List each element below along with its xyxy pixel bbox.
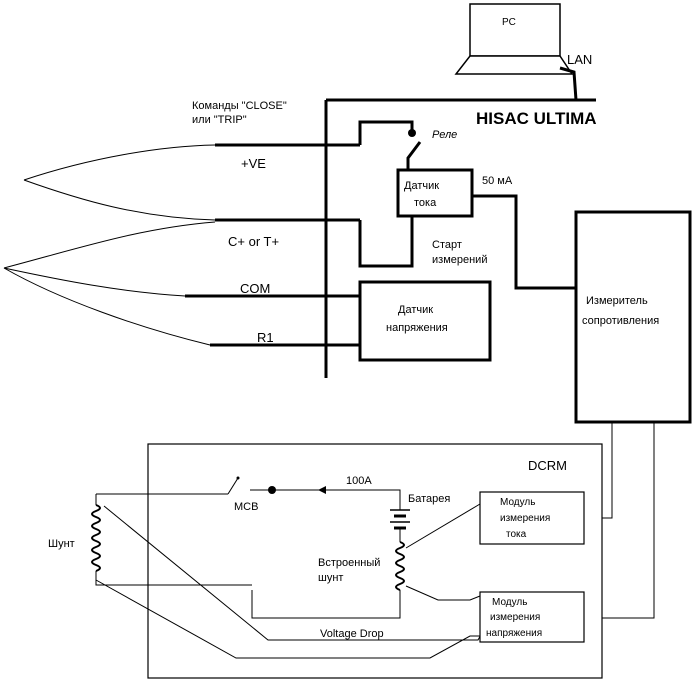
shunt-to-voltage-module-wire: [405, 585, 481, 601]
voltage-module-box: [479, 591, 585, 643]
lan-cable: [559, 66, 578, 101]
mcb-right-wire: [272, 489, 401, 510]
voltage-module-label-line3: напряжения: [486, 628, 542, 639]
current-module-label-line3: тока: [506, 529, 527, 540]
start-label-line1: Старт: [432, 239, 462, 251]
shunt-label: Шунт: [48, 538, 75, 550]
current-module-label-line2: измерения: [500, 513, 550, 524]
current-ma-label: 50 мА: [482, 175, 513, 187]
meter-to-voltage-module-wire: [584, 422, 655, 619]
c-or-t-label: C+ or T+: [228, 234, 279, 249]
relay-label: Реле: [432, 129, 457, 141]
relay-switch-blade: [406, 141, 422, 170]
relay-wire-top: [358, 120, 414, 145]
dcrm-bottom-loop-wire: [251, 590, 401, 619]
dcrm-label: DCRM: [528, 458, 567, 473]
current-100a-label: 100A: [346, 475, 372, 487]
dcrm-enclosure: [147, 443, 603, 679]
current-arrow-icon: [318, 486, 326, 494]
current-module-box: [479, 491, 585, 545]
pc-label: PC: [502, 17, 516, 28]
builtin-shunt-label-line2: шунт: [318, 572, 343, 584]
shunt-to-current-module-wire: [405, 503, 481, 549]
voltage-sensor-label-line1: Датчик: [398, 304, 433, 316]
current-sensor-label-line2: тока: [414, 197, 437, 209]
resistance-meter-label-line2: сопротивления: [582, 315, 659, 327]
current-sensor-label-line1: Датчик: [404, 180, 439, 192]
cable-plus-ve-upper: [23, 144, 360, 181]
cable-c-or-t-lower: [3, 221, 216, 269]
commands-label-line1: Команды "CLOSE": [192, 100, 287, 112]
current-sensor-box: [396, 168, 474, 218]
r1-label: R1: [257, 330, 274, 345]
cable-com-upper: [3, 267, 186, 297]
commands-label-line2: или "TRIP": [192, 114, 247, 126]
battery-label: Батарея: [408, 493, 450, 505]
com-label: COM: [240, 281, 270, 296]
cable-r1-lower: [3, 267, 211, 346]
device-title: HISAC ULTIMA: [476, 109, 597, 128]
voltage-sensor-label-line2: напряжения: [386, 322, 448, 334]
voltage-drop-label: Voltage Drop: [320, 628, 384, 640]
cable-c-or-t-upper: [23, 179, 360, 221]
battery-icon: [390, 509, 410, 530]
mcb-label: MCB: [234, 501, 258, 513]
resistance-meter-box: [574, 210, 692, 424]
builtin-shunt-coil-icon: [395, 541, 405, 591]
current-module-label-line1: Модуль: [500, 497, 535, 508]
mcb-switch-icon: [227, 477, 239, 495]
builtin-shunt-label-line1: Встроенный: [318, 557, 380, 569]
relay-contact-icon: [408, 129, 416, 137]
voltage-module-label-line2: измерения: [490, 612, 540, 623]
voltage-module-label-line1: Модуль: [492, 597, 527, 608]
lan-label: LAN: [567, 52, 592, 67]
sensor-to-meter-wire: [472, 194, 576, 290]
voltage-sensor-box: [358, 280, 492, 362]
voltage-drop-return-wire: [95, 579, 480, 659]
start-label-line2: измерений: [432, 254, 487, 266]
resistance-meter-label-line1: Измеритель: [586, 295, 648, 307]
plus-ve-label: +VE: [241, 156, 266, 171]
shunt-coil-icon: [91, 504, 101, 572]
start-loop-wire: [358, 216, 414, 268]
pc-laptop-icon: [454, 3, 574, 75]
